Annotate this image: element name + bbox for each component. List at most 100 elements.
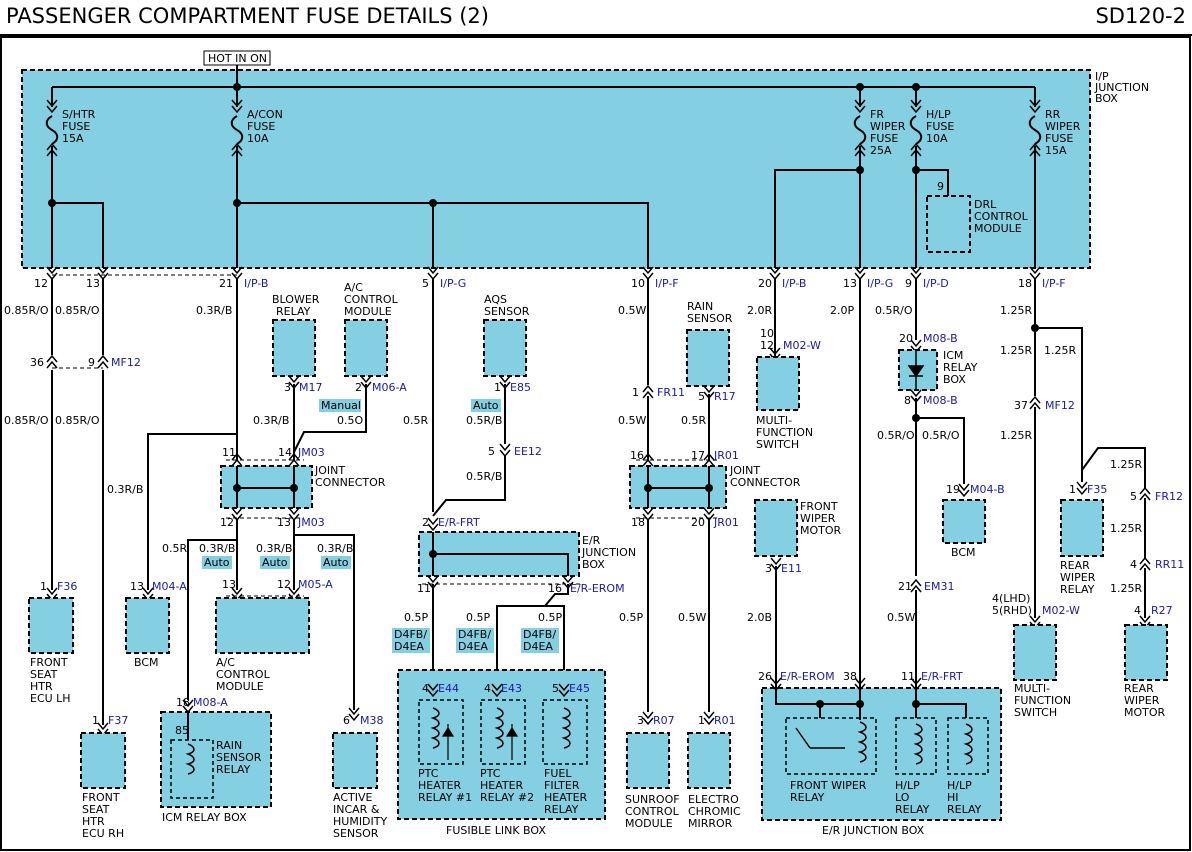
svg-text:1: 1 xyxy=(92,714,99,727)
svg-text:10: 10 xyxy=(760,327,774,340)
svg-text:HUMIDITY: HUMIDITY xyxy=(333,815,387,828)
page-code: SD120-2 xyxy=(1095,4,1186,28)
svg-text:9: 9 xyxy=(937,180,944,193)
svg-text:BOX: BOX xyxy=(1095,92,1118,105)
svg-text:5: 5 xyxy=(422,277,429,290)
svg-text:I/P-F: I/P-F xyxy=(1042,277,1066,290)
svg-text:HEATER: HEATER xyxy=(418,779,462,792)
rear-wiper-motor xyxy=(1124,624,1168,681)
svg-text:FRONT: FRONT xyxy=(30,656,68,669)
svg-text:0.5O: 0.5O xyxy=(337,414,363,427)
front-wiper-motor xyxy=(754,499,798,557)
svg-text:1: 1 xyxy=(494,381,501,394)
svg-text:12: 12 xyxy=(34,277,48,290)
ac-control-module-top xyxy=(344,319,388,377)
svg-text:JUNCTION: JUNCTION xyxy=(581,546,636,559)
active-incar-humidity-sensor xyxy=(332,732,378,789)
svg-text:INCAR &: INCAR & xyxy=(333,803,380,816)
svg-text:RAIN: RAIN xyxy=(687,300,713,313)
svg-text:E/R: E/R xyxy=(582,534,601,547)
er-junction-box-large-label: E/R JUNCTION BOX xyxy=(822,824,925,837)
svg-text:FUSE: FUSE xyxy=(926,120,954,133)
svg-text:BOX: BOX xyxy=(943,373,966,386)
svg-text:RELAY: RELAY xyxy=(947,803,982,816)
svg-text:M04-B: M04-B xyxy=(970,483,1005,496)
svg-text:10: 10 xyxy=(631,277,645,290)
svg-text:WIPER: WIPER xyxy=(1060,571,1096,584)
svg-text:FUSE: FUSE xyxy=(247,120,275,133)
svg-text:E/R-FRT: E/R-FRT xyxy=(438,516,480,529)
svg-text:ICM: ICM xyxy=(943,349,963,362)
svg-text:SENSOR: SENSOR xyxy=(216,751,262,764)
svg-text:M08-B: M08-B xyxy=(923,332,958,345)
svg-text:13: 13 xyxy=(86,277,100,290)
multi-function-switch-top xyxy=(756,356,800,411)
svg-text:9: 9 xyxy=(905,277,912,290)
svg-text:FR: FR xyxy=(870,108,884,121)
svg-text:0.85R/O: 0.85R/O xyxy=(4,414,49,427)
icm-relay-box-label: ICM RELAY BOX xyxy=(162,811,247,824)
svg-text:MULTI-: MULTI- xyxy=(756,414,792,427)
svg-text:1: 1 xyxy=(40,580,47,593)
bcm-left xyxy=(125,597,170,654)
svg-text:RELAY: RELAY xyxy=(790,791,825,804)
svg-text:JOINT: JOINT xyxy=(729,464,760,477)
svg-text:2.0P: 2.0P xyxy=(830,304,854,317)
svg-text:PTC: PTC xyxy=(480,767,501,780)
svg-text:SUNROOF: SUNROOF xyxy=(625,793,680,806)
svg-text:F35: F35 xyxy=(1087,483,1107,496)
rain-sensor xyxy=(686,329,730,387)
svg-text:I/P-D: I/P-D xyxy=(923,277,949,290)
svg-text:F36: F36 xyxy=(57,580,77,593)
svg-text:16: 16 xyxy=(548,582,562,595)
hot-in-on-label: HOT IN ON xyxy=(208,52,267,65)
svg-text:M06-A: M06-A xyxy=(372,381,407,394)
svg-text:M04-A: M04-A xyxy=(152,580,187,593)
svg-text:1: 1 xyxy=(632,386,639,399)
svg-text:RELAY: RELAY xyxy=(276,305,311,318)
svg-text:D4FB/: D4FB/ xyxy=(523,628,556,641)
svg-text:0.5R/B: 0.5R/B xyxy=(466,414,502,427)
svg-text:A/CON: A/CON xyxy=(247,108,283,121)
svg-text:D4EA: D4EA xyxy=(458,640,488,653)
svg-text:JUNCTION: JUNCTION xyxy=(1094,81,1149,94)
svg-text:M08-B: M08-B xyxy=(923,394,958,407)
svg-text:1.25R: 1.25R xyxy=(1000,304,1032,317)
svg-text:MODULE: MODULE xyxy=(216,680,264,693)
svg-text:S/HTR: S/HTR xyxy=(62,108,96,121)
svg-text:E45: E45 xyxy=(569,682,590,695)
svg-text:R17: R17 xyxy=(714,390,736,403)
svg-text:JR01: JR01 xyxy=(713,449,739,462)
svg-text:0.5R: 0.5R xyxy=(681,414,706,427)
svg-text:0.5P: 0.5P xyxy=(404,611,428,624)
svg-text:RELAY #2: RELAY #2 xyxy=(480,791,534,804)
svg-text:18: 18 xyxy=(631,516,645,529)
svg-text:FILTER: FILTER xyxy=(544,779,580,792)
svg-text:FUSE: FUSE xyxy=(1045,132,1073,145)
svg-text:4: 4 xyxy=(422,682,429,695)
svg-text:1: 1 xyxy=(698,714,705,727)
svg-text:MIRROR: MIRROR xyxy=(688,817,733,830)
bcm-right xyxy=(942,499,986,544)
svg-text:FR11: FR11 xyxy=(657,386,685,399)
svg-text:WIPER: WIPER xyxy=(1045,120,1081,133)
drl-control-module xyxy=(926,195,971,253)
svg-text:D4EA: D4EA xyxy=(394,640,424,653)
svg-text:0.3R/B: 0.3R/B xyxy=(199,542,235,555)
svg-text:I/P-B: I/P-B xyxy=(782,277,806,290)
svg-text:M08-A: M08-A xyxy=(193,696,228,709)
svg-text:0.3R/B: 0.3R/B xyxy=(256,542,292,555)
svg-text:MODULE: MODULE xyxy=(974,222,1022,235)
svg-text:ACTIVE: ACTIVE xyxy=(333,791,373,804)
svg-text:Auto: Auto xyxy=(262,556,288,569)
svg-text:20: 20 xyxy=(899,332,913,345)
svg-text:5(RHD): 5(RHD) xyxy=(992,604,1032,617)
svg-text:R01: R01 xyxy=(714,714,736,727)
front-seat-htr-ecu-lh xyxy=(28,597,74,654)
